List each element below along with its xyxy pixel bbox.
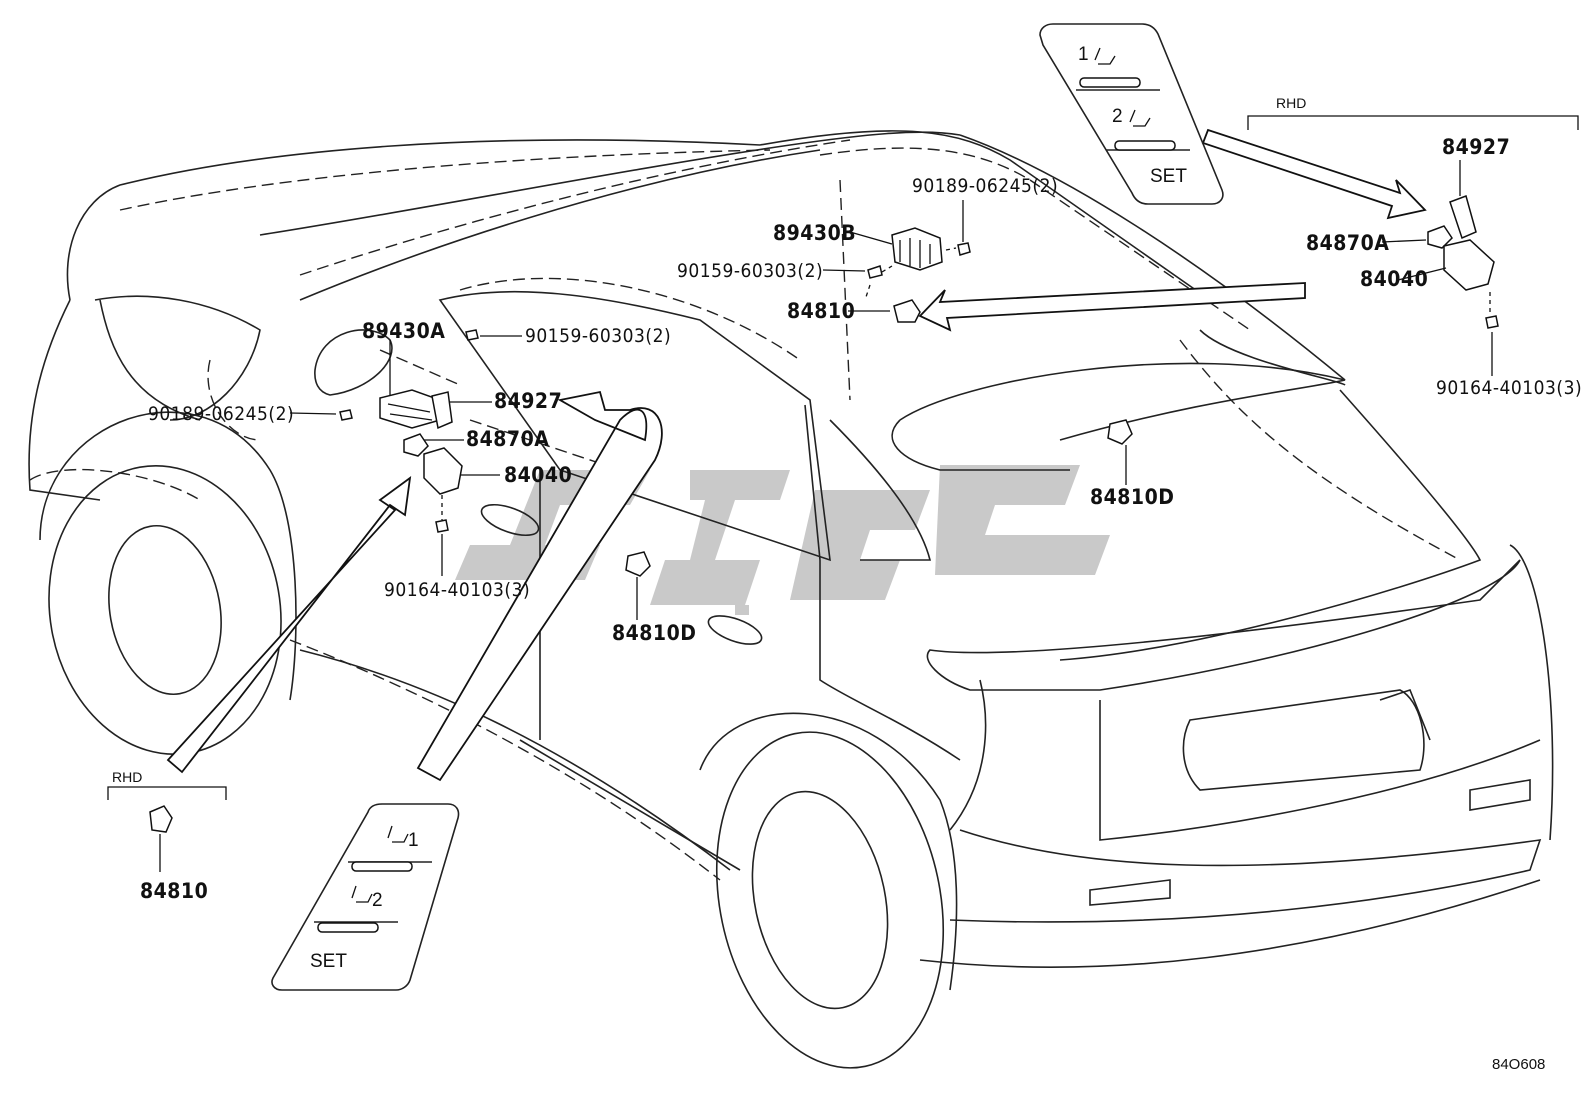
module-89430a <box>379 389 441 429</box>
label-84040-rhd: 84040 <box>1360 267 1428 291</box>
panel-bottom-button-2: 2 <box>372 890 383 911</box>
parts-group-left: 89430A 90159-60303(2) 90189-06245(2) 849… <box>148 319 1174 645</box>
label-84927-left: 84927 <box>494 389 562 413</box>
label-84810-rhd: 84810 <box>140 879 208 903</box>
switch-84870a-rhd <box>1427 225 1453 249</box>
label-90189-left: 90189-06245(2) <box>148 403 294 425</box>
seat-icon <box>1094 47 1116 65</box>
label-89430b: 89430B <box>773 221 856 245</box>
label-90159-left: 90159-60303(2) <box>525 325 671 347</box>
label-84810-top: 84810 <box>787 299 855 323</box>
bolt <box>339 409 353 421</box>
pointer-arrows <box>166 128 1427 782</box>
label-90164-rhd: 90164-40103(3) <box>1436 377 1582 399</box>
vehicle-outline <box>28 130 1554 1069</box>
sensor-84810-rhd <box>149 805 173 833</box>
bolt <box>465 329 479 341</box>
switch-84040-rhd <box>1443 239 1495 291</box>
screw <box>435 519 449 533</box>
rhd-label-left: RHD <box>112 769 142 785</box>
label-84870a-left: 84870A <box>466 427 549 451</box>
bolt <box>867 265 883 279</box>
sensor-84810 <box>893 299 921 323</box>
label-84927-rhd: 84927 <box>1442 135 1510 159</box>
arrow-to-rhd-switch <box>1201 128 1427 220</box>
label-84810d-door: 84810D <box>612 621 696 645</box>
seat-icon <box>1129 109 1151 127</box>
seat-memory-switch-panel-bottom: 1 2 SET <box>271 803 460 991</box>
drawing-code: 84O608 <box>1492 1056 1545 1073</box>
switch-84927-rhd <box>1449 195 1477 240</box>
label-90189-top: 90189-06245(2) <box>912 175 1058 197</box>
rhd-label-right: RHD <box>1276 95 1306 111</box>
seat-icon <box>387 825 409 843</box>
rhd-inset-left: RHD 84810 <box>107 769 227 903</box>
arrow-curved-to-84927 <box>416 390 663 782</box>
panel-top-button-2: 2 <box>1112 106 1123 127</box>
label-84870a-rhd: 84870A <box>1306 231 1389 255</box>
panel-top-set-label: SET <box>1150 166 1187 187</box>
seat-memory-switch-panel-top: 1 2 SET <box>1039 23 1224 205</box>
arrow-to-84810 <box>918 282 1306 332</box>
rhd-inset-right: RHD 84927 84870A 84040 90164-40103(3) <box>1247 95 1582 399</box>
sensor-84810d-door <box>625 551 651 577</box>
switch-84927-left <box>431 391 453 430</box>
label-84040-left: 84040 <box>504 463 572 487</box>
arrow-to-left-switch <box>166 476 412 774</box>
panel-bottom-set-label: SET <box>310 951 347 972</box>
panel-bottom-button-1: 1 <box>408 830 419 851</box>
seat-icon <box>351 885 373 903</box>
panel-top-button-1: 1 <box>1078 44 1089 65</box>
bolt <box>957 242 971 256</box>
label-90164-left: 90164-40103(3) <box>384 579 530 601</box>
sensor-84810d-rear <box>1107 419 1133 445</box>
label-90159-top: 90159-60303(2) <box>677 260 823 282</box>
label-84810d-rear: 84810D <box>1090 485 1174 509</box>
switch-84870a-left <box>403 433 429 457</box>
switch-84040-left <box>423 447 463 495</box>
screw <box>1485 315 1499 329</box>
label-89430a: 89430A <box>362 319 445 343</box>
parts-group-top-center: 89430B 90189-06245(2) 90159-60303(2) 848… <box>677 175 1058 323</box>
